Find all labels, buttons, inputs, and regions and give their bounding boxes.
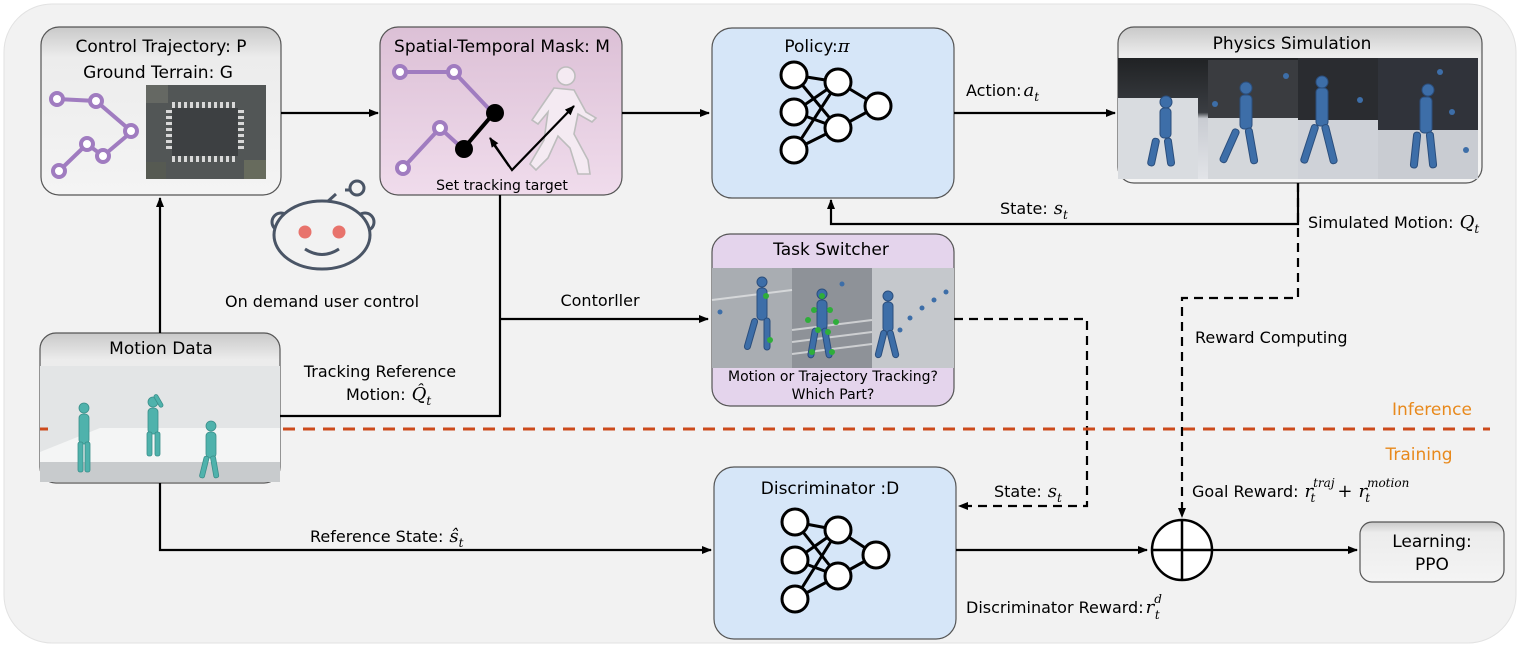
tracking-reference-line2: Motion:Q̂t [346, 383, 431, 408]
learning-ppo-box: Learning: PPO [1359, 521, 1505, 583]
policy-box: Policy:π [711, 27, 955, 199]
sum-junction-icon [1150, 518, 1214, 582]
ppo-label: PPO [1415, 555, 1449, 575]
state-top-label: State:st [1000, 198, 1068, 222]
reference-state-label: Reference State:ŝt [310, 526, 464, 550]
neural-network-icon [779, 60, 893, 165]
task-switcher-box: Task Switcher [711, 233, 955, 407]
controller-label: Contorller [560, 291, 639, 310]
dashed-reward-computing [1178, 183, 1300, 518]
discriminator-box: Discriminator :D [713, 466, 957, 640]
task-switcher-title: Task Switcher [772, 240, 889, 260]
spatial-temporal-mask-box: Spatial-Temporal Mask: M Set tracking ta… [379, 26, 623, 196]
arrow-reference-state [158, 483, 712, 554]
motion-data-box: Motion Data [39, 332, 281, 484]
discriminator-title: Discriminator :D [761, 479, 899, 499]
dashed-connectors [954, 183, 1300, 518]
switcher-caption-line2: Which Part? [792, 387, 875, 403]
reward-computing-label: Reward Computing [1195, 328, 1348, 347]
walking-figure-icon [528, 66, 598, 175]
simulation-image [1118, 58, 1478, 179]
user-control-label: On demand user control [225, 292, 419, 311]
physics-title: Physics Simulation [1213, 34, 1372, 54]
robot-mascot-icon [270, 179, 376, 271]
ground-terrain-label: Ground Terrain: G [83, 63, 233, 83]
switcher-caption-line1: Motion or Trajectory Tracking? [728, 369, 938, 385]
simulated-motion-label: Simulated Motion:Qt [1308, 212, 1479, 236]
mask-title: Spatial-Temporal Mask: M [394, 37, 610, 57]
trajectory-graph-icon [49, 91, 139, 179]
tracking-reference-line1: Tracking Reference [303, 362, 456, 381]
motion-data-image [40, 366, 280, 482]
action-label: Action:at [966, 80, 1039, 104]
control-trajectory-label: Control Trajectory: P [76, 37, 247, 57]
policy-title: Policy:π [784, 36, 850, 57]
learning-label: Learning: [1392, 532, 1472, 552]
masked-trajectory-icon [392, 64, 504, 176]
dashed-state-to-disc [954, 317, 1089, 510]
mask-caption: Set tracking target [436, 178, 568, 194]
physics-simulation-box: Physics Simulation [1117, 26, 1483, 184]
neural-network-icon [780, 507, 891, 614]
inference-label: Inference [1392, 400, 1472, 420]
control-trajectory-box: Control Trajectory: P Ground Terrain: G [40, 26, 282, 196]
state-bottom-label: State:st [994, 481, 1062, 505]
training-label: Training [1384, 445, 1452, 465]
switcher-image [711, 268, 954, 368]
motion-data-title: Motion Data [109, 339, 213, 359]
connectors [156, 109, 1358, 554]
terrain-image [146, 85, 266, 179]
